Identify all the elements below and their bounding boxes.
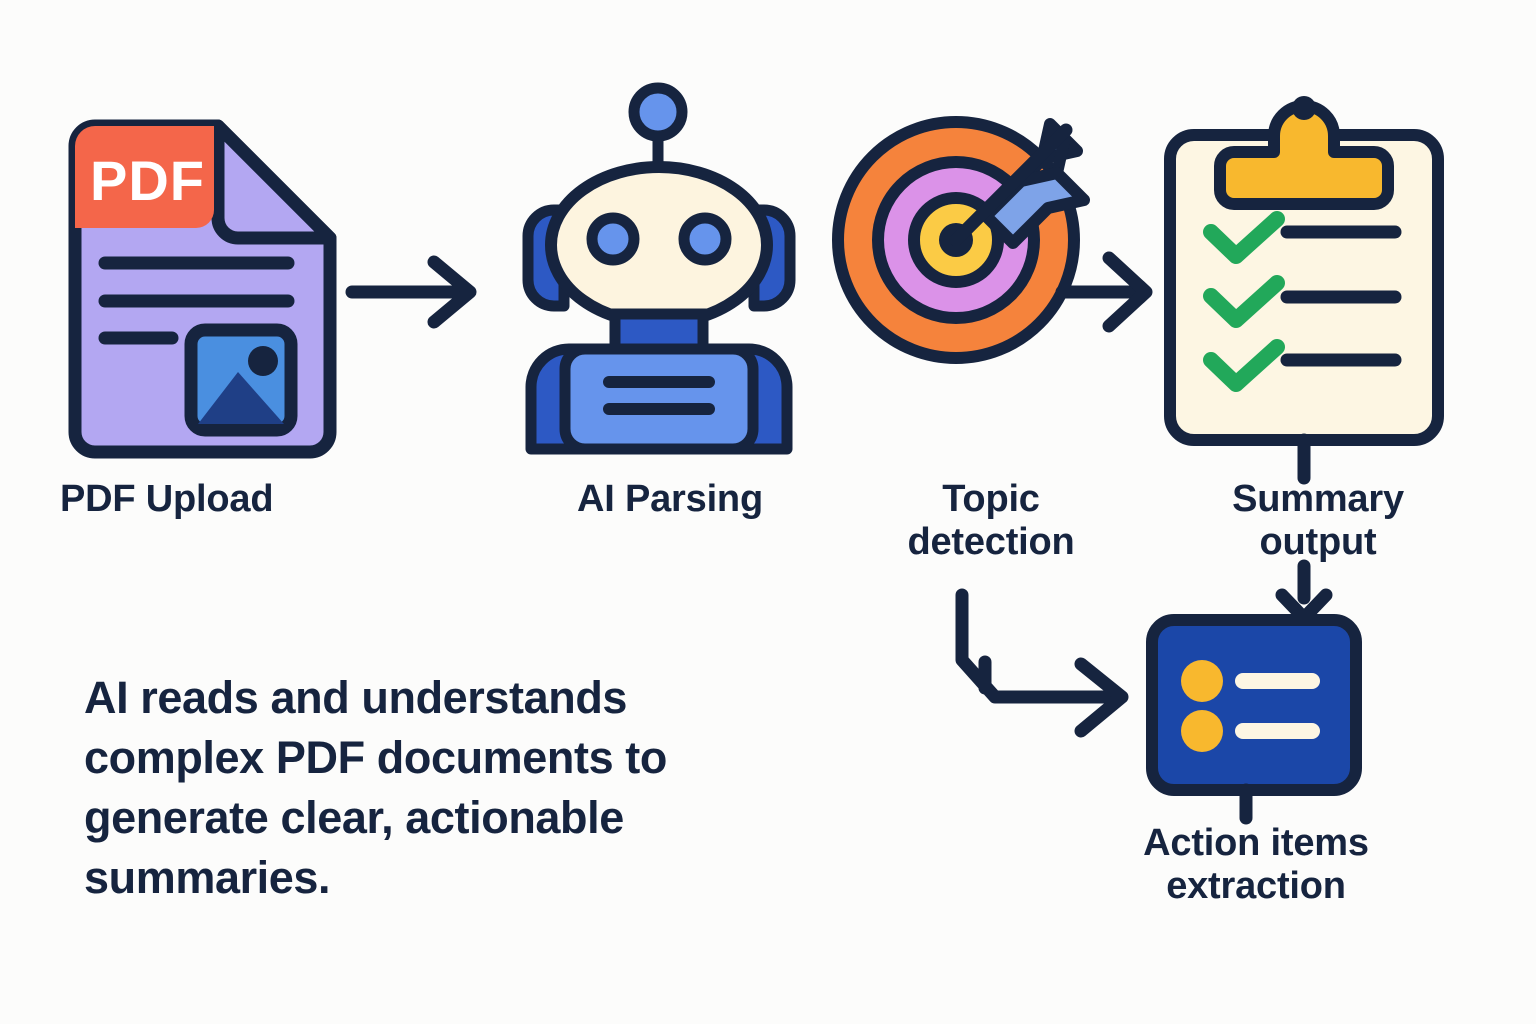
check-icon-3 <box>1203 339 1285 392</box>
body-paragraph: AI reads and understands complex PDF doc… <box>84 672 667 903</box>
pdf-folded-corner <box>211 119 337 245</box>
robot-antenna-bulb <box>628 82 688 142</box>
robot-torso <box>559 343 759 455</box>
node-label-summary-output: Summary output <box>1232 478 1404 564</box>
node-label-ai-parsing: AI Parsing <box>577 478 763 520</box>
thumbnail-mountain-icon <box>198 372 284 424</box>
node-label-topic-detection: Topic detection <box>907 478 1075 564</box>
target-arrow-icon[interactable] <box>832 116 1090 364</box>
clipboard-checklist-icon[interactable] <box>1164 96 1444 446</box>
connector-target-to-clipboard-arrow-icon <box>1055 251 1153 333</box>
robot-head <box>545 161 773 329</box>
check-icon-1 <box>1203 211 1285 264</box>
clipboard-clip-hole <box>1292 96 1316 120</box>
connector-topic-to-action-arrow-icon <box>955 588 1129 738</box>
node-label-pdf-upload: PDF Upload <box>60 478 274 520</box>
clipboard-clip <box>1214 100 1394 210</box>
thumbnail-sun-icon <box>248 346 278 376</box>
arrow-shaft <box>949 123 1073 247</box>
node-label-action-items: Action items extraction <box>1143 822 1369 908</box>
bullet-dot-1 <box>1181 660 1223 702</box>
bullet-dot-2 <box>1181 710 1223 752</box>
action-box <box>1146 614 1362 796</box>
pdf-badge-text: PDF <box>90 149 205 212</box>
check-icon-2 <box>1203 275 1285 328</box>
pdf-badge <box>75 126 214 228</box>
robot-eye-right <box>678 212 732 266</box>
pdf-document-icon[interactable]: PDF <box>68 119 337 459</box>
connector-pdf-to-robot-arrow-icon <box>345 255 477 329</box>
robot-icon[interactable] <box>522 82 796 455</box>
bulleted-list-icon[interactable] <box>1146 614 1362 825</box>
robot-eye-left <box>586 212 640 266</box>
